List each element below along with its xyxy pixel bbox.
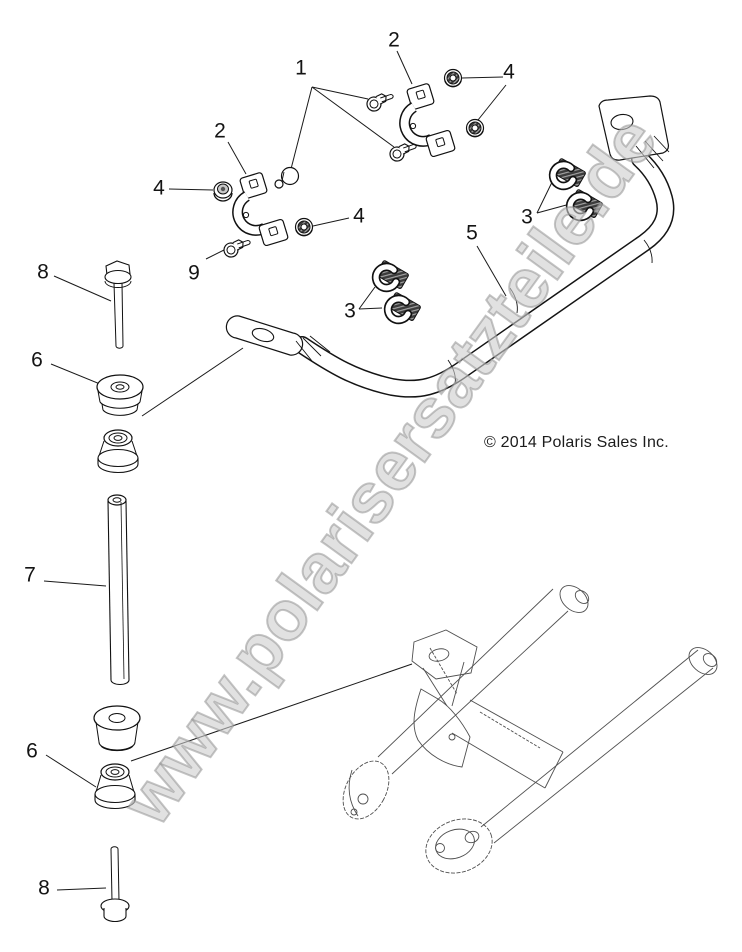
small-bolt	[222, 237, 253, 259]
callout-4-left: 4	[153, 176, 165, 200]
saddle-bracket	[405, 83, 456, 157]
flange-nut	[443, 68, 463, 88]
link-bushing	[93, 705, 141, 752]
link-spacer-tube	[107, 494, 130, 686]
link-bushing	[94, 763, 136, 810]
leader-line	[358, 286, 376, 310]
leader-line	[312, 217, 350, 227]
link-bushing	[97, 429, 139, 474]
sway-bar-right-eyelet	[598, 95, 670, 161]
callout-9: 9	[188, 261, 200, 285]
callout-8-top: 8	[37, 260, 49, 284]
leader-line	[461, 76, 504, 79]
callout-6-bottom: 6	[26, 739, 38, 763]
leader-line	[50, 363, 101, 385]
leader-line	[227, 141, 247, 175]
clamp-bushing	[570, 189, 604, 218]
flange-nut	[213, 181, 233, 202]
link-bushing	[96, 374, 144, 416]
leader-line	[311, 86, 369, 100]
callout-4-topright: 4	[503, 60, 515, 84]
clamp-bushing	[388, 292, 422, 321]
leader-line	[53, 275, 112, 302]
leader-line	[396, 50, 413, 85]
callout-8-bottom: 8	[38, 876, 50, 900]
link-bolt-bottom	[100, 846, 130, 923]
leader-line	[536, 203, 571, 214]
link-bolt-top	[104, 260, 132, 349]
clamp-bushing	[376, 260, 410, 289]
callout-1: 1	[295, 56, 307, 80]
callout-2-left: 2	[214, 119, 226, 143]
leader-line	[43, 580, 107, 587]
copyright-text: © 2014 Polaris Sales Inc.	[484, 434, 669, 451]
callout-4-mid: 4	[353, 204, 365, 228]
flange-nut	[465, 118, 485, 138]
leader-line	[290, 86, 313, 170]
leader-line	[45, 754, 97, 788]
callout-6-top: 6	[31, 348, 43, 372]
small-bolt	[365, 91, 396, 113]
flange-nut	[294, 217, 314, 237]
control-arm-assembly	[342, 585, 718, 874]
small-bolt	[388, 141, 419, 163]
leader-line	[56, 887, 107, 891]
callout-3-left: 3	[344, 299, 356, 323]
ball-stud	[274, 166, 300, 189]
clamp-bushing	[553, 158, 587, 187]
leader-line	[130, 663, 413, 762]
leader-line	[358, 307, 383, 310]
callout-3-right: 3	[521, 205, 533, 229]
leader-line	[477, 84, 507, 121]
sway-bar	[225, 95, 675, 398]
leader-line	[168, 188, 214, 191]
callout-7: 7	[24, 563, 36, 587]
leader-line	[141, 347, 244, 417]
callout-5: 5	[466, 221, 478, 245]
leader-line	[311, 86, 395, 148]
leader-line	[476, 245, 507, 297]
leader-lines	[43, 50, 571, 891]
callout-2-top: 2	[388, 28, 400, 52]
